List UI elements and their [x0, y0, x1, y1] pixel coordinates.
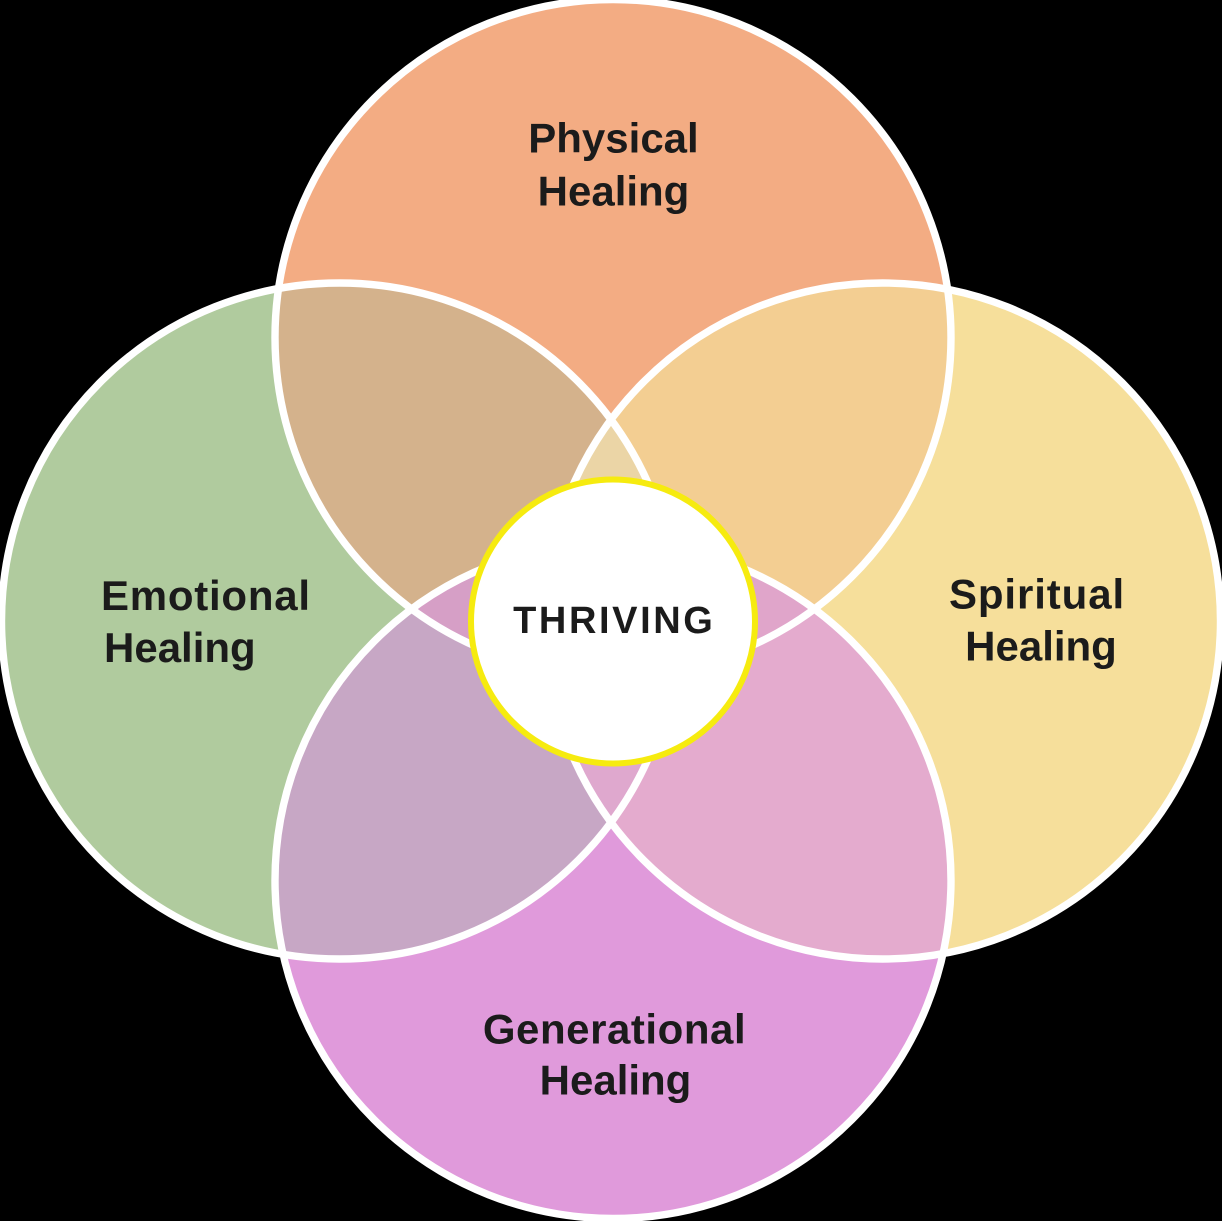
svg-text:Healing: Healing [538, 167, 690, 214]
svg-text:Healing: Healing [965, 623, 1117, 670]
svg-text:Generational: Generational [483, 1006, 746, 1053]
svg-text:Physical: Physical [528, 115, 698, 162]
svg-text:THRIVING: THRIVING [513, 600, 715, 642]
svg-text:Healing: Healing [540, 1057, 692, 1104]
svg-text:Emotional: Emotional [101, 572, 311, 619]
svg-text:Healing: Healing [104, 624, 256, 671]
svg-text:Spiritual: Spiritual [949, 571, 1125, 618]
